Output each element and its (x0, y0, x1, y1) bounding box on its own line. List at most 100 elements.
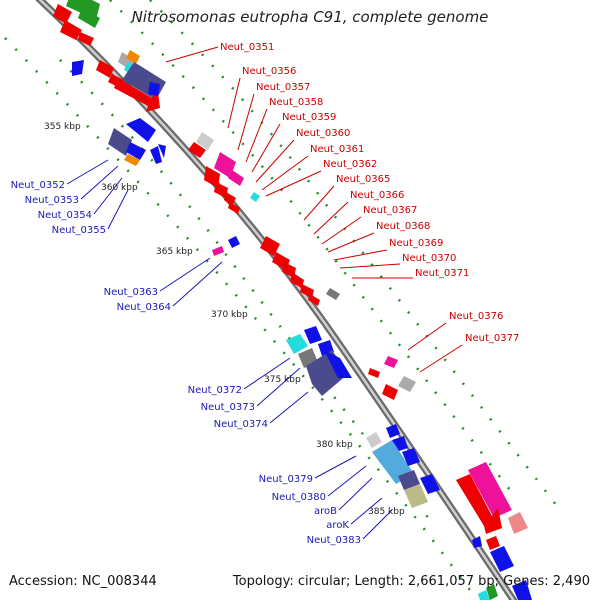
forward-gene-label[interactable]: Neut_0366 (350, 190, 404, 201)
gene-navy-0353 (108, 128, 132, 156)
forward-callout-line (339, 263, 401, 269)
genome-title-text: Nitrosomonas eutropha C91, complete geno… (131, 8, 489, 26)
gene-cluster-right-bottom (456, 462, 532, 600)
gene-cluster-0363 (212, 236, 240, 256)
forward-callout-line (165, 46, 219, 63)
kbp-label: 365 kbp (156, 247, 193, 257)
reverse-gene-labels: Neut_0352Neut_0353Neut_0354Neut_0355Neut… (11, 159, 393, 546)
forward-gene-label[interactable]: Neut_0369 (389, 238, 443, 249)
tick-track-inner-right (109, 0, 511, 491)
genome-title: Nitrosomonas eutropha C91, complete geno… (0, 8, 600, 26)
gene-cluster-0376 (368, 356, 416, 400)
topology-text: Topology: circular; Length: 2,661,057 bp… (232, 574, 590, 589)
reverse-gene-label[interactable]: Neut_0363 (104, 287, 158, 298)
forward-gene-label[interactable]: Neut_0359 (282, 112, 336, 123)
gene-red-0376 (368, 368, 380, 378)
gene-gray-0356 (196, 132, 214, 150)
gene-blue-0351 (148, 82, 160, 96)
gene-navy-aroB (398, 470, 420, 490)
gene-magenta-0363 (212, 246, 224, 256)
forward-callout-line (419, 344, 463, 373)
gene-blue-0383 (472, 536, 482, 548)
gene-cluster-0352 (108, 118, 166, 166)
forward-callout-line (255, 139, 295, 183)
reverse-callout-line (338, 477, 373, 511)
reverse-gene-label[interactable]: Neut_0354 (38, 210, 92, 221)
reverse-callout-line (172, 261, 223, 307)
forward-gene-label[interactable]: Neut_0376 (449, 311, 503, 322)
kbp-label: 375 kbp (264, 375, 301, 385)
forward-gene-label[interactable]: Neut_0377 (465, 333, 519, 344)
reverse-callout-line (314, 455, 357, 479)
forward-gene-label[interactable]: Neut_0367 (363, 205, 417, 216)
forward-callout-line (407, 322, 447, 351)
gene-red-0370 (308, 294, 320, 306)
reverse-gene-label[interactable]: Neut_0373 (201, 402, 255, 413)
gene-cluster-0365 (260, 236, 340, 306)
forward-gene-label[interactable]: Neut_0356 (242, 66, 296, 77)
forward-gene-label[interactable]: Neut_0365 (336, 174, 390, 185)
forward-callout-line (321, 216, 362, 245)
gene-blue-aroB (420, 474, 440, 494)
gene-gray-0379 (366, 432, 382, 448)
tick-track-outer-right (149, 0, 561, 511)
gene-magenta-0357 (214, 152, 236, 178)
gene-red-0356 (188, 142, 206, 158)
gene-blue-0352 (126, 118, 156, 142)
gene-red-rb2 (486, 536, 500, 550)
reverse-callout-line (327, 465, 367, 497)
gene-green-2 (78, 8, 100, 28)
gene-blue-0364 (228, 236, 240, 248)
gene-orange-0351 (126, 50, 140, 64)
reverse-gene-label[interactable]: Neut_0352 (11, 180, 65, 191)
gene-sky-0380 (372, 440, 414, 484)
forward-gene-label[interactable]: Neut_0360 (296, 128, 350, 139)
gene-blue-0354a (126, 142, 146, 160)
gene-blue-0372 (304, 326, 322, 344)
forward-gene-label[interactable]: Neut_0351 (220, 42, 274, 53)
accession-text: Accession: NC_008344 (9, 574, 157, 589)
forward-callout-line (261, 155, 309, 191)
forward-gene-label[interactable]: Neut_0357 (256, 82, 310, 93)
gene-gray-0377 (398, 376, 416, 392)
reverse-callout-line (66, 159, 109, 185)
forward-gene-label[interactable]: Neut_0362 (323, 159, 377, 170)
reverse-gene-label[interactable]: Neut_0379 (259, 474, 313, 485)
forward-callout-line (245, 108, 268, 163)
forward-gene-labels: Neut_0351Neut_0356Neut_0357Neut_0358Neut… (165, 42, 519, 373)
reverse-callout-line (243, 357, 291, 390)
gene-block-top (53, 0, 100, 76)
gene-cyan-0372 (286, 334, 308, 354)
gene-red-0351c (114, 78, 160, 112)
gene-cluster-0356 (188, 132, 260, 214)
forward-callout-line (237, 93, 255, 151)
forward-gene-label[interactable]: Neut_0358 (269, 97, 323, 108)
forward-gene-label[interactable]: Neut_0368 (376, 221, 430, 232)
gene-blue-0355b (158, 144, 166, 158)
gene-red-top-2 (60, 20, 82, 40)
forward-callout-line (227, 77, 241, 129)
gene-cluster-0379 (366, 424, 482, 548)
reverse-gene-label[interactable]: Neut_0372 (188, 385, 242, 396)
reverse-gene-label[interactable]: Neut_0380 (272, 492, 326, 503)
reverse-gene-label[interactable]: Neut_0383 (307, 535, 361, 546)
gene-blue-rb2 (512, 580, 532, 600)
reverse-gene-label[interactable]: aroK (326, 520, 349, 531)
reverse-gene-label[interactable]: Neut_0374 (214, 419, 268, 430)
forward-gene-label[interactable]: Neut_0371 (415, 268, 469, 279)
reverse-gene-label[interactable]: Neut_0364 (117, 302, 171, 313)
gene-red-rb1 (456, 474, 502, 534)
forward-callout-line (327, 232, 375, 253)
reverse-callout-line (107, 189, 129, 230)
forward-callout-line (251, 123, 281, 173)
reverse-gene-label[interactable]: aroB (314, 506, 337, 517)
reverse-gene-label[interactable]: Neut_0353 (25, 195, 79, 206)
forward-gene-label[interactable]: Neut_0370 (402, 253, 456, 264)
gene-pink-rb (508, 512, 528, 534)
kbp-label: 360 kbp (101, 183, 138, 193)
reverse-gene-label[interactable]: Neut_0355 (52, 225, 106, 236)
forward-gene-label[interactable]: Neut_0361 (310, 144, 364, 155)
